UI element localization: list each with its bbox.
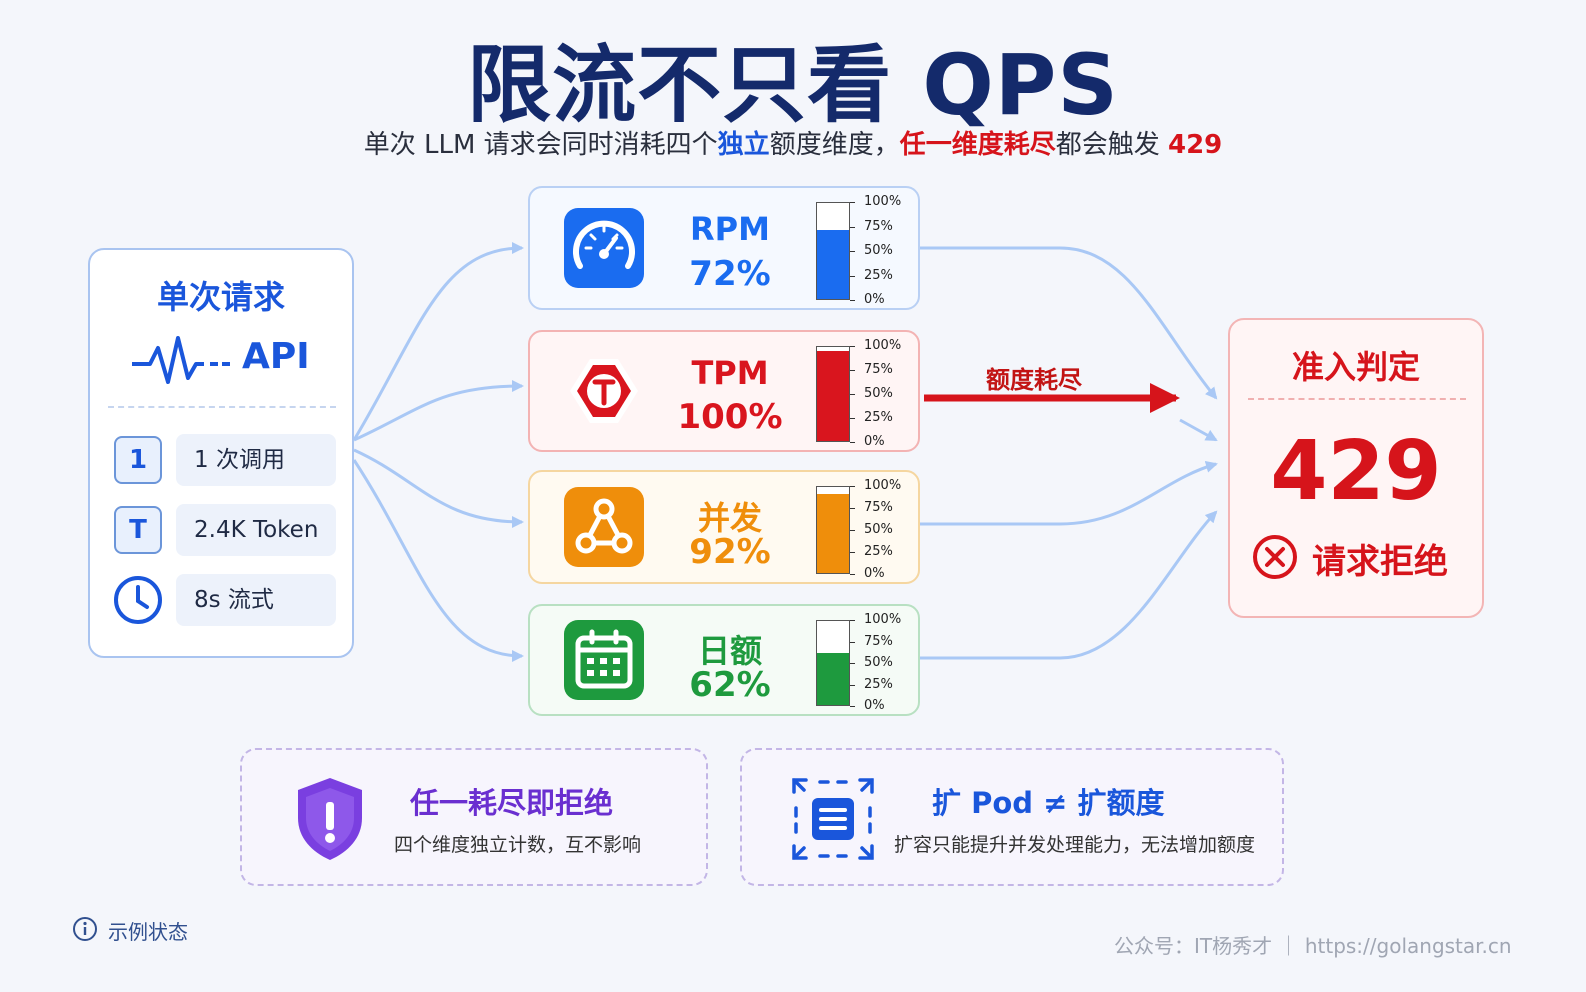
usage-bar-ticks: 100% 75% 50% 25% 0% xyxy=(849,339,922,449)
usage-bar xyxy=(816,620,850,706)
request-row-calls: 1 1 次调用 xyxy=(114,434,336,486)
stream-duration-text: 8s 流式 xyxy=(176,574,336,626)
metric-card-0: RPM 72% 100% 75% 50% 25% 0% xyxy=(528,186,920,310)
subtitle-text: 都会触发 xyxy=(1055,130,1168,160)
tick-label: 50% xyxy=(850,387,893,401)
metric-name: 并发 xyxy=(697,499,762,537)
decision-card: 准入判定 429 请求拒绝 xyxy=(1228,318,1484,618)
tick-label: 25% xyxy=(850,678,893,692)
tick-label: 0% xyxy=(850,567,885,581)
shield-alert-icon xyxy=(298,778,362,860)
token-hexagon-icon xyxy=(564,351,644,431)
usage-bar-fill xyxy=(817,652,849,705)
request-title: 单次请求 xyxy=(156,278,285,316)
subtitle-highlight-exhaust: 任一维度耗尽 xyxy=(899,130,1056,160)
request-row-tokens: T 2.4K Token xyxy=(114,504,336,556)
tick-label: 100% xyxy=(849,479,901,493)
tick-label: 50% xyxy=(850,244,893,258)
metric-name: 日额 xyxy=(697,632,762,670)
request-card: 单次请求 API 1 1 次调用 T 2.4K Token 8s 流式 xyxy=(88,248,354,658)
usage-bar-fill xyxy=(817,493,849,573)
reject-x-icon xyxy=(1253,535,1297,579)
decision-divider xyxy=(1248,398,1466,400)
note-any-exhaust: 任一耗尽即拒绝 四个维度独立计数，互不影响 xyxy=(240,748,708,886)
request-to-metric-arrows xyxy=(352,242,524,662)
api-label: API xyxy=(242,336,310,377)
scale-expand-icon xyxy=(792,778,874,860)
tick-label: 100% xyxy=(849,613,901,627)
metric-value: 92% xyxy=(689,532,771,572)
tick-label: 25% xyxy=(850,269,893,283)
call-count-text: 1 次调用 xyxy=(176,434,336,486)
token-count-text: 2.4K Token xyxy=(176,504,336,556)
tick-label: 0% xyxy=(850,699,885,713)
call-count-badge: 1 xyxy=(114,436,162,484)
request-divider xyxy=(108,406,336,408)
tick-label: 75% xyxy=(850,501,893,515)
tick-label: 100% xyxy=(849,339,901,353)
calendar-icon xyxy=(564,620,644,700)
tick-label: 0% xyxy=(850,435,885,449)
metric-value: 62% xyxy=(689,665,771,705)
usage-bar-fill xyxy=(817,229,849,299)
subtitle-text: 额度维度， xyxy=(769,130,900,160)
tick-label: 100% xyxy=(849,195,901,209)
usage-bar-fill xyxy=(817,351,849,441)
footer-credit: 公众号：IT杨秀才 ｜ https://golangstar.cn xyxy=(1114,934,1512,958)
metric-name: RPM xyxy=(690,210,770,248)
note-desc: 扩容只能提升并发处理能力，无法增加额度 xyxy=(894,834,1256,856)
note-title: 任一耗尽即拒绝 xyxy=(410,786,614,820)
tick-label: 75% xyxy=(850,363,893,377)
status-code: 429 xyxy=(1270,424,1442,519)
decision-title: 准入判定 xyxy=(1291,348,1420,386)
clock-icon xyxy=(114,576,162,624)
speedometer-icon xyxy=(564,208,644,288)
tick-label: 50% xyxy=(850,523,893,537)
subtitle-code: 429 xyxy=(1167,130,1223,160)
note-title: 扩 Pod ≠ 扩额度 xyxy=(932,786,1165,820)
info-icon xyxy=(73,917,97,941)
metric-to-decision-arrows xyxy=(920,246,1218,660)
note-scale-pod: 扩 Pod ≠ 扩额度 扩容只能提升并发处理能力，无法增加额度 xyxy=(740,748,1284,886)
tick-label: 75% xyxy=(850,635,893,649)
metric-name: TPM xyxy=(691,354,769,392)
fork-nodes-icon xyxy=(564,487,644,567)
tick-label: 25% xyxy=(850,545,893,559)
pulse-icon xyxy=(132,336,230,384)
request-row-stream: 8s 流式 xyxy=(114,574,336,626)
usage-bar xyxy=(816,202,850,300)
subtitle-text: 单次 LLM 请求会同时消耗四个 xyxy=(363,130,718,160)
metric-value: 72% xyxy=(689,254,771,294)
metric-card-1: TPM 100% 100% 75% 50% 25% 0% xyxy=(528,330,920,452)
reject-label: 请求拒绝 xyxy=(1312,542,1448,582)
usage-bar-ticks: 100% 75% 50% 25% 0% xyxy=(849,613,922,713)
tick-label: 75% xyxy=(850,220,893,234)
tick-label: 0% xyxy=(850,293,885,307)
usage-bar-ticks: 100% 75% 50% 25% 0% xyxy=(849,479,922,581)
usage-bar-ticks: 100% 75% 50% 25% 0% xyxy=(849,195,922,307)
exhaust-label: 额度耗尽 xyxy=(986,366,1082,394)
usage-bar xyxy=(816,346,850,442)
tick-label: 25% xyxy=(850,411,893,425)
page-title: 限流不只看 QPS xyxy=(467,36,1119,134)
note-desc: 四个维度独立计数，互不影响 xyxy=(394,834,642,856)
example-status: 示例状态 xyxy=(108,920,188,944)
token-badge: T xyxy=(114,506,162,554)
tick-label: 50% xyxy=(850,656,893,670)
metric-value: 100% xyxy=(677,397,783,437)
subtitle-highlight-independent: 独立 xyxy=(717,130,770,160)
usage-bar xyxy=(816,486,850,574)
page-subtitle: 单次 LLM 请求会同时消耗四个独立额度维度，任一维度耗尽都会触发 429 xyxy=(0,124,1586,161)
